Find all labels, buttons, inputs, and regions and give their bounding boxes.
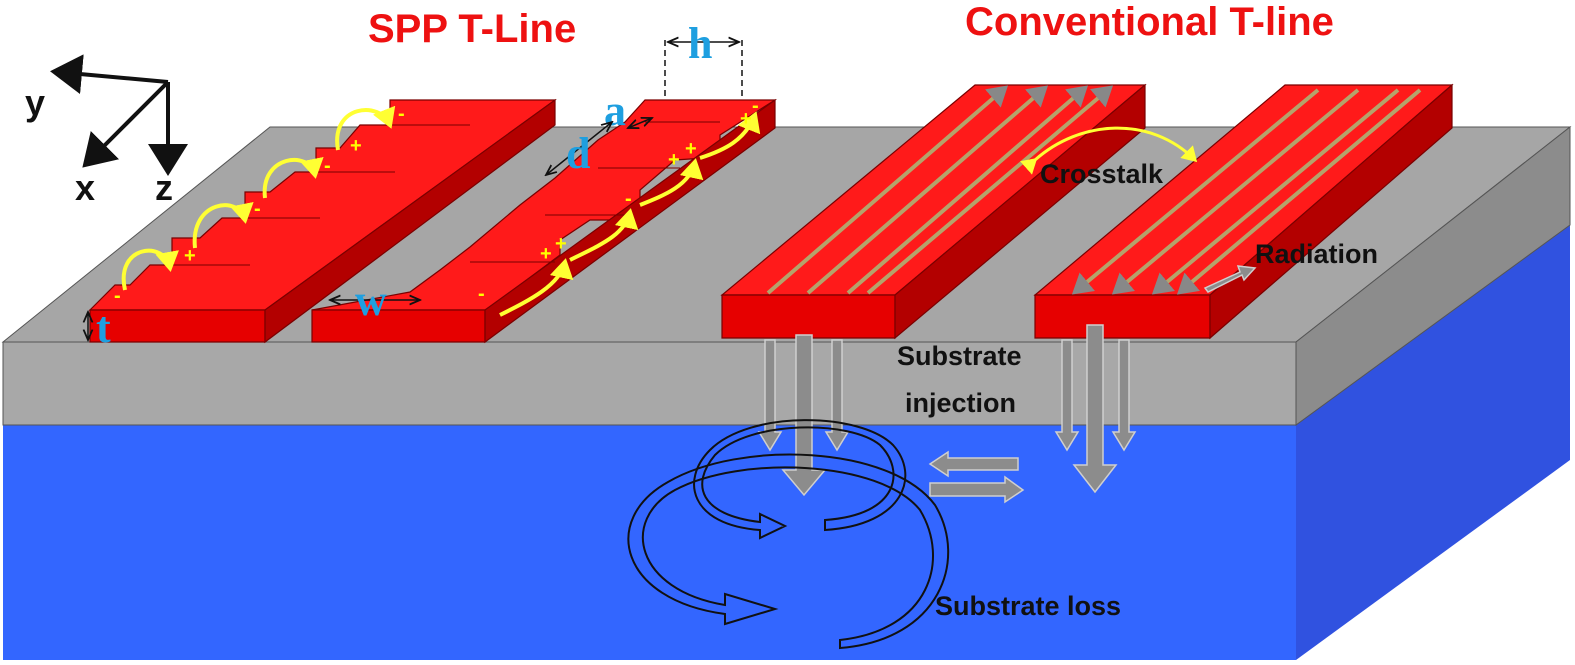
charge-minus: - (478, 283, 485, 305)
dimension-t: t (88, 303, 111, 352)
dim-label-t: t (96, 303, 111, 352)
radiation-arrow (1203, 265, 1257, 293)
substrate-injection-arrows-line1 (757, 334, 850, 497)
dimension-d: d (546, 122, 612, 178)
charge-plus: + (540, 243, 552, 265)
substrate-injection-arrows-line2 (1054, 324, 1137, 494)
y-axis-label: y (25, 82, 45, 123)
conv-line2-current-lines (1071, 88, 1422, 295)
radiation-indicator: Radiation (1203, 239, 1378, 293)
charge-plus: + (668, 149, 680, 171)
coordinate-axes: y x z (25, 54, 188, 208)
substrate-loss-swirls (627, 419, 950, 650)
charge-markers: - + - - + - - + + - + + - + (114, 95, 759, 307)
charge-plus: + (555, 233, 567, 255)
x-axis-arrow (82, 80, 170, 168)
substrate-injection-label-2: injection (905, 388, 1016, 418)
x-axis-label: x (75, 167, 95, 208)
crosstalk-indicator: Crosstalk (1020, 126, 1198, 189)
charge-plus: + (184, 245, 196, 267)
large-swirl (627, 453, 950, 650)
y-axis-arrow (50, 54, 169, 95)
charge-minus: - (625, 188, 632, 210)
spp-right-field-arcs (499, 111, 761, 317)
crosstalk-arrow (1020, 126, 1198, 175)
charge-plus: + (350, 135, 362, 157)
dim-label-h: h (688, 19, 712, 68)
z-axis-label: z (155, 167, 173, 208)
charge-minus: - (254, 198, 261, 220)
conv-line2-side (1209, 83, 1453, 340)
small-swirl (693, 419, 907, 540)
substrate-coupling-arrows (928, 450, 1025, 504)
conv-line1-current-lines (766, 85, 1114, 295)
spp-left-grooves (172, 124, 470, 266)
dim-label-a: a (604, 86, 626, 135)
dimension-w: w (330, 276, 420, 325)
dim-label-w: w (355, 276, 387, 325)
substrate-injection-label-1: Substrate (897, 341, 1022, 371)
dimension-h: h (664, 19, 743, 100)
conventional-line-2 (1033, 83, 1454, 340)
substrate-side-face (1296, 225, 1570, 660)
charge-minus: - (398, 103, 405, 125)
charge-minus: - (114, 285, 121, 307)
charge-plus: + (740, 108, 752, 130)
charge-minus: - (324, 155, 331, 177)
conv-line2-front (1034, 294, 1211, 339)
spp-right-front (311, 309, 486, 343)
substrate-loss-label: Substrate loss (935, 591, 1121, 621)
spp-left-front (89, 309, 266, 343)
charge-plus: + (685, 138, 697, 160)
dim-label-d: d (566, 129, 590, 178)
radiation-label: Radiation (1255, 239, 1378, 269)
conventional-tline-title: Conventional T-line (965, 0, 1334, 44)
dielectric-side-face (1295, 125, 1571, 426)
spp-tline-title: SPP T-Line (368, 7, 576, 51)
spp-left-field-arcs (121, 105, 396, 291)
crosstalk-label: Crosstalk (1040, 159, 1164, 189)
charge-minus: - (752, 95, 759, 117)
conv-line1-front (721, 294, 896, 339)
